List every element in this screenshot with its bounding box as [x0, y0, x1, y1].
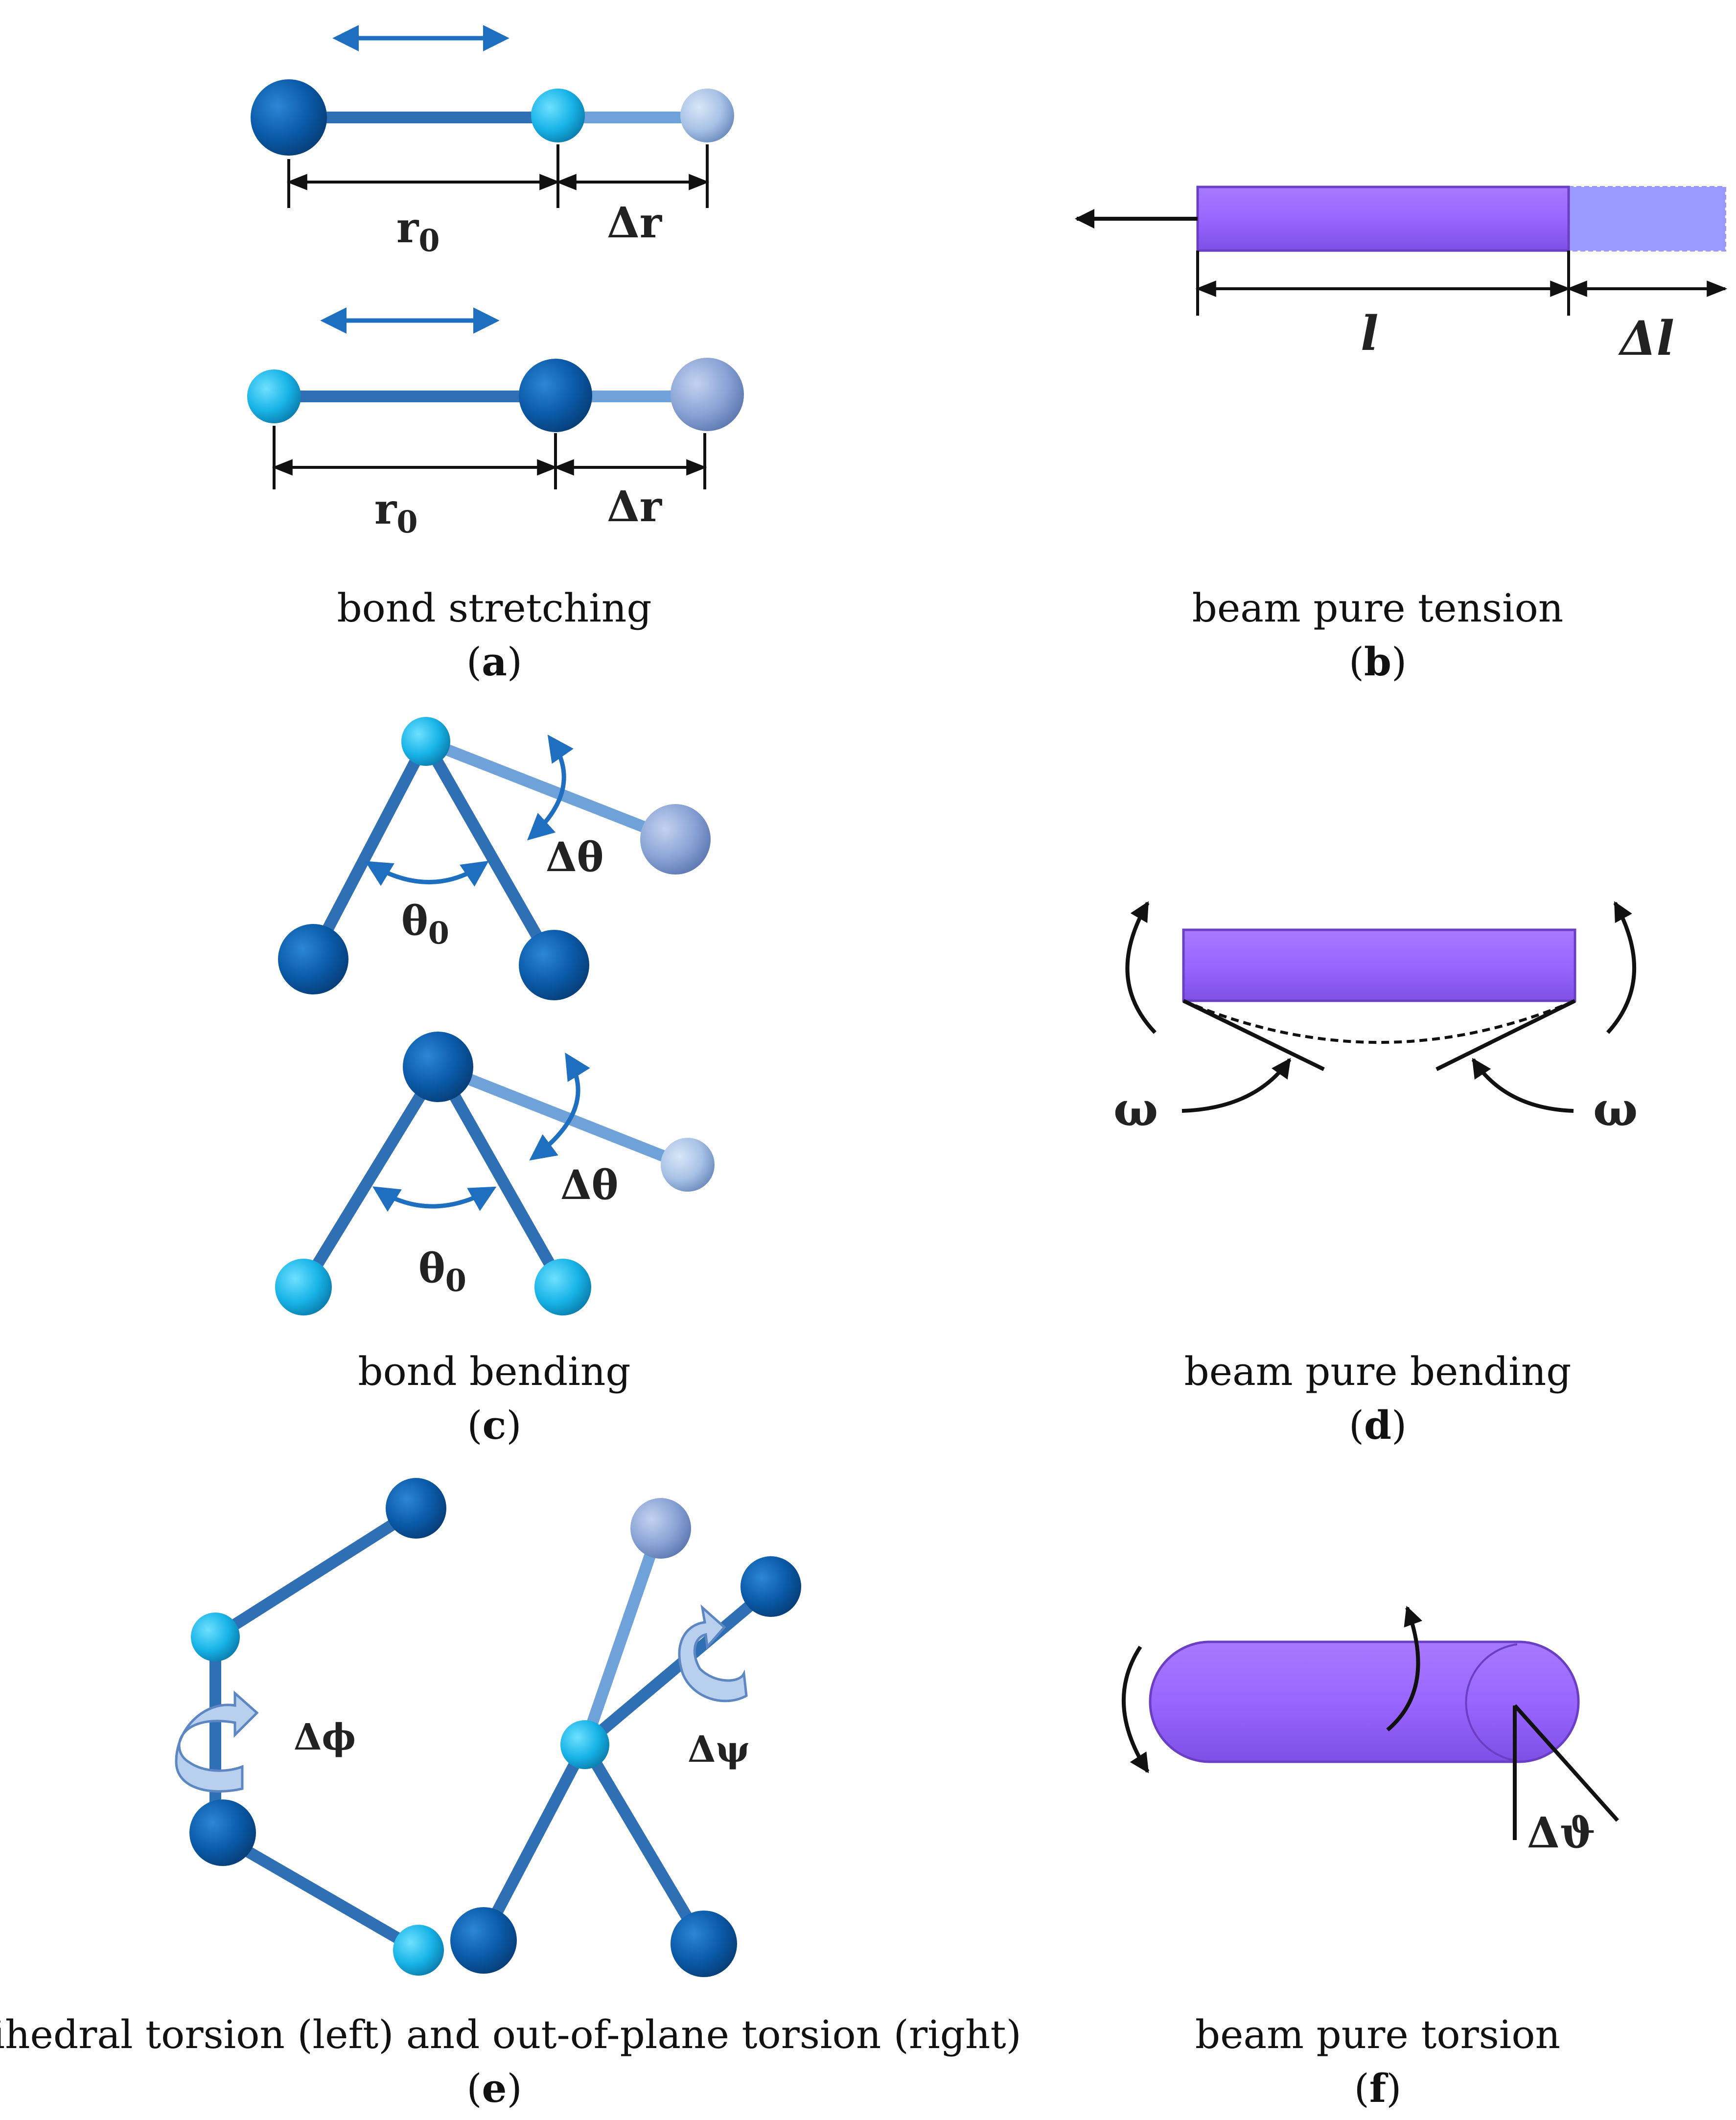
bond-e-right [579, 1526, 664, 1751]
atom-cyan [401, 717, 450, 766]
bond-c2-left [298, 1061, 444, 1293]
label-theta0: θ0 [401, 898, 449, 951]
moment-arrow-left [1125, 901, 1157, 1034]
panel-f: Δϑ beam pure torsion (f) [1121, 1606, 1619, 2111]
atom-dark [450, 1907, 517, 1974]
panel-c: θ0 Δθ θ0 Δθ bond bending (c) [275, 717, 715, 1448]
panel-d: ω ω beam pure bending (d) [1113, 901, 1638, 1448]
bond-c1-right [420, 736, 559, 970]
atom-pale [640, 804, 711, 875]
bond-e-right [579, 1739, 708, 1949]
sublabel-c: (c) [467, 1402, 521, 1448]
atom-cyan [191, 1613, 240, 1661]
panel-b: l Δl beam pure tension (b) [1075, 185, 1728, 685]
atom-dark [741, 1556, 801, 1617]
atom-dark [519, 930, 589, 1000]
label-delta-phi: Δϕ [294, 1716, 356, 1758]
angle-arrow-theta0 [372, 1186, 497, 1212]
atom-dark [189, 1799, 256, 1866]
label-theta0: θ0 [418, 1245, 466, 1298]
bond-c2-bent [432, 1061, 691, 1171]
label-r0: r0 [374, 484, 417, 540]
caption-b: beam pure tension [1192, 585, 1564, 631]
torsion-arrow-icon [678, 1604, 748, 1703]
beam-extension [1568, 186, 1726, 252]
label-delta-psi: Δψ [688, 1728, 750, 1771]
label-delta-l: Δl [1618, 311, 1674, 366]
label-omega: ω [1113, 1082, 1158, 1137]
sublabel-e: (e) [466, 2065, 522, 2111]
atom-dark [278, 924, 348, 994]
caption-c: bond bending [358, 1349, 630, 1394]
atom-cyan [531, 89, 585, 142]
moment-arrow-right [1606, 901, 1637, 1034]
omega-pointer-left [1181, 1058, 1292, 1113]
sublabel-d: (d) [1349, 1402, 1407, 1448]
caption-e: dihedral torsion (left) and out-of-plane… [0, 2012, 1021, 2057]
atom-pale [671, 358, 744, 431]
atom-pale [661, 1138, 715, 1192]
label-delta-theta: Δθ [546, 834, 603, 881]
label-omega: ω [1593, 1082, 1638, 1137]
panel-a: r0 Δr r0 Δr bond stretching (a) [247, 25, 744, 685]
omega-pointer-right [1471, 1058, 1574, 1113]
angle-arrow-dtheta [527, 735, 574, 841]
beam-cylinder [1149, 1640, 1580, 1763]
angle-line-diagonal [1513, 1704, 1619, 1822]
atom-cyan [275, 1259, 332, 1315]
label-r0: r0 [396, 203, 440, 258]
caption-d: beam pure bending [1184, 1349, 1572, 1394]
atom-dark [251, 79, 327, 156]
bond-c1-left [307, 736, 432, 963]
atom-dark [519, 359, 592, 432]
atom-cyan [393, 1925, 444, 1976]
atom-dark [671, 1911, 737, 1977]
label-l: l [1361, 306, 1378, 361]
bond-e-right [579, 1582, 777, 1751]
deflection-curve [1182, 999, 1576, 1044]
beam-body [1182, 928, 1576, 1002]
bond-e-right [476, 1739, 591, 1946]
beam-body [1196, 185, 1570, 252]
label-delta-r: Δr [607, 198, 663, 248]
angle-arrow-dtheta [529, 1052, 590, 1161]
atom-cyan [534, 1259, 591, 1315]
sublabel-f: (f) [1354, 2065, 1402, 2111]
bond-c1-bent [420, 736, 681, 845]
atom-dark [403, 1032, 473, 1102]
angle-arrow-theta0 [365, 860, 489, 887]
tangent-line-right [1435, 999, 1576, 1071]
panel-e: Δϕ Δψ dihedral torsion (left) and out-of… [0, 1478, 1021, 2111]
caption-f: beam pure torsion [1195, 2012, 1560, 2057]
atom-pale [630, 1498, 691, 1559]
atom-cyan [560, 1720, 609, 1769]
twist-arrow-top [1386, 1606, 1423, 1732]
torsion-arrow-icon [175, 1690, 259, 1793]
atom-cyan [247, 369, 301, 423]
sublabel-b: (b) [1349, 639, 1407, 685]
atom-pale [680, 89, 734, 142]
twist-arrow-left [1121, 1645, 1150, 1774]
atom-dark [386, 1478, 446, 1539]
caption-a: bond stretching [337, 585, 651, 631]
label-delta-r: Δr [607, 482, 663, 531]
cylinder-end-outline [1465, 1643, 1518, 1762]
bond-e-left [209, 1504, 422, 1643]
label-delta-vartheta: Δϑ [1527, 1808, 1596, 1858]
bond-c2-right [432, 1061, 569, 1293]
tangent-line-left [1182, 999, 1325, 1071]
label-delta-theta: Δθ [560, 1162, 618, 1209]
sublabel-a: (a) [466, 639, 522, 685]
